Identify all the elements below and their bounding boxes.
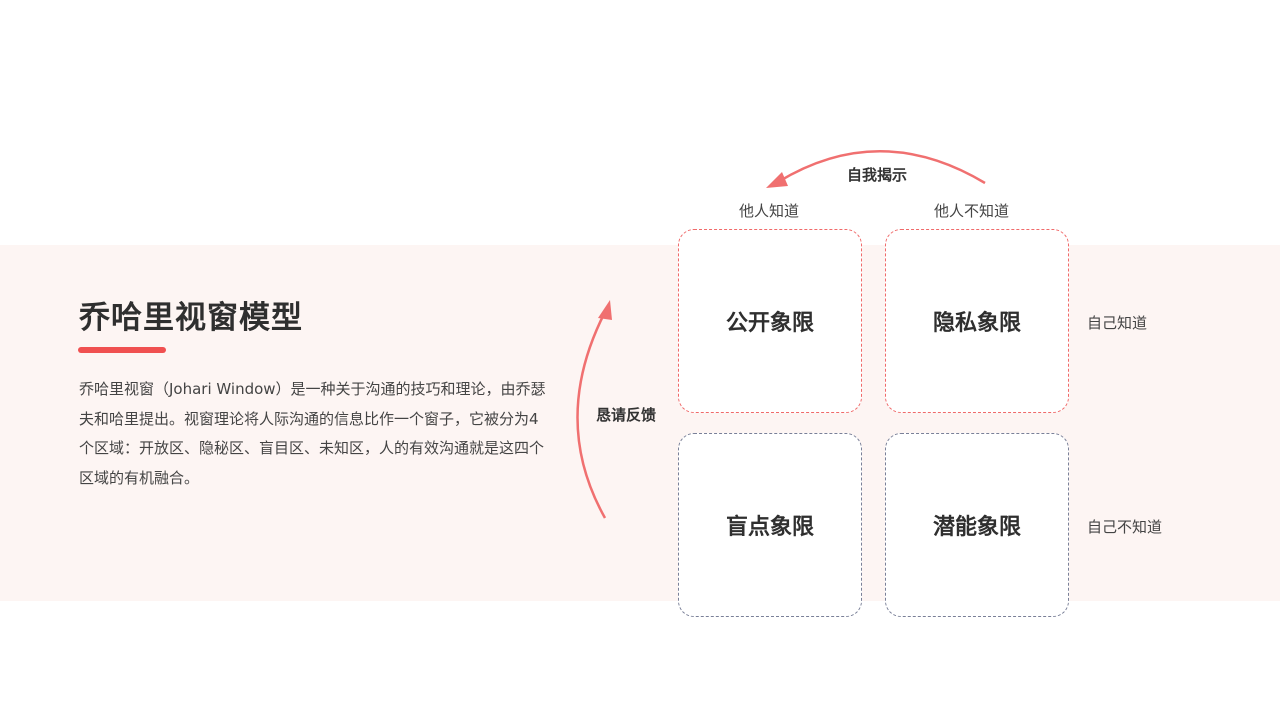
- description: 乔哈里视窗（Johari Window）是一种关于沟通的技巧和理论，由乔瑟夫和哈…: [79, 380, 546, 487]
- feedback-arrow: [576, 311, 607, 519]
- title-underline: [78, 347, 166, 353]
- column-header: 他人知道: [739, 202, 800, 220]
- row-header: 自己不知道: [1087, 518, 1163, 536]
- self-disclosure-arrowhead: [766, 172, 788, 188]
- self-disclosure-arrow: [777, 150, 986, 185]
- self-disclosure-label: 自我揭示: [847, 166, 908, 184]
- quadrant-hidden: 隐私象限: [885, 229, 1069, 413]
- quadrant-blind: 盲点象限: [678, 433, 862, 617]
- column-header: 他人不知道: [934, 202, 1010, 220]
- feedback-label: 恳请反馈: [596, 406, 657, 424]
- quadrant-unknown: 潜能象限: [885, 433, 1069, 617]
- row-header: 自己知道: [1087, 314, 1148, 332]
- page-title: 乔哈里视窗模型: [79, 300, 303, 336]
- quadrant-open: 公开象限: [678, 229, 862, 413]
- feedback-arrowhead: [598, 300, 612, 320]
